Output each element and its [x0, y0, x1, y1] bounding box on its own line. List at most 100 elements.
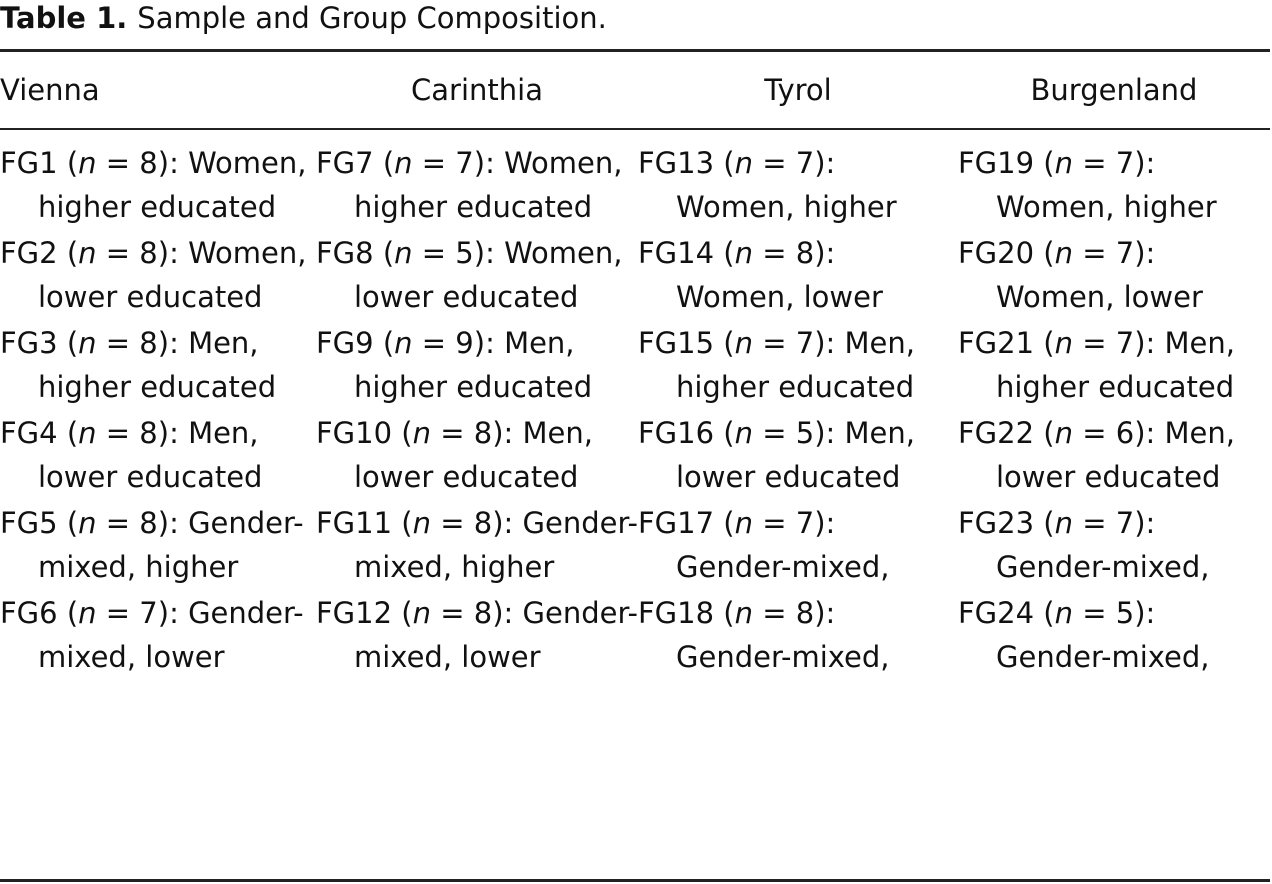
- group-description: Gender-mixed, higher educated: [996, 550, 1210, 584]
- focus-group-id: FG6: [0, 596, 58, 630]
- column-header-carinthia: Carinthia: [411, 73, 543, 107]
- group-description: Men, higher educated: [676, 326, 915, 404]
- focus-group-id: FG2: [0, 236, 58, 270]
- table-cell-burgenland: FG22 (n = 6): Men, lower educated: [958, 411, 1270, 501]
- sample-size-symbol: n: [734, 146, 753, 180]
- sample-size-symbol: n: [78, 146, 97, 180]
- sample-size-symbol: n: [1054, 236, 1073, 270]
- sample-size-symbol: n: [1054, 416, 1073, 450]
- column-header-burgenland: Burgenland: [1030, 73, 1198, 107]
- sample-size-value: 8: [473, 596, 493, 630]
- group-description: Men, higher educated: [996, 326, 1235, 404]
- table-cell-vienna: FG2 (n = 8): Women, lower educated: [0, 231, 316, 321]
- focus-group-entry: FG19 (n = 7): Women, higher educated: [958, 141, 1270, 231]
- sample-size-symbol: n: [1054, 596, 1073, 630]
- table-cell-carinthia: FG10 (n = 8): Men, lower educated: [316, 411, 638, 501]
- focus-group-entry: FG20 (n = 7): Women, lower educated: [958, 231, 1270, 321]
- sample-size-symbol: n: [78, 596, 97, 630]
- focus-group-entry: FG24 (n = 5): Gender-mixed, lower educat…: [958, 591, 1270, 681]
- table-cell-vienna: FG3 (n = 8): Men, higher educated: [0, 321, 316, 411]
- focus-group-entry: FG6 (n = 7): Gender-mixed, lower educate…: [0, 591, 316, 681]
- table-cell-burgenland: FG19 (n = 7): Women, higher educated: [958, 141, 1270, 231]
- sample-size-value: 8: [795, 596, 815, 630]
- group-description: Gender-mixed, lower educated: [354, 596, 638, 674]
- table-cell-tyrol: FG17 (n = 7): Gender-mixed, higher educa…: [638, 501, 958, 591]
- focus-group-id: FG3: [0, 326, 58, 360]
- table-caption-title: Sample and Group Composition.: [137, 1, 607, 35]
- group-description: Women, lower educated: [354, 236, 623, 314]
- table-cell-carinthia: FG9 (n = 9): Men, higher educated: [316, 321, 638, 411]
- focus-group-id: FG21: [958, 326, 1035, 360]
- sample-size-value: 8: [139, 236, 158, 270]
- column-header-vienna: Vienna: [0, 73, 100, 107]
- sample-size-value: 8: [473, 416, 493, 450]
- table-cell-vienna: FG4 (n = 8): Men, lower educated: [0, 411, 316, 501]
- group-description: Gender-mixed, lower educated: [38, 596, 304, 674]
- focus-group-entry: FG7 (n = 7): Women, higher educated: [316, 146, 623, 224]
- sample-size-value: 7: [139, 596, 158, 630]
- group-description: Gender-mixed, higher educated: [676, 550, 890, 584]
- sample-size-symbol: n: [412, 506, 431, 540]
- sample-size-symbol: n: [1054, 506, 1073, 540]
- focus-group-entry: FG2 (n = 8): Women, lower educated: [0, 236, 307, 314]
- focus-group-entry: FG16 (n = 5): Men, lower educated: [638, 416, 915, 494]
- sample-size-value: 9: [455, 326, 474, 360]
- table-cell-vienna: FG6 (n = 7): Gender-mixed, lower educate…: [0, 591, 316, 681]
- column-header-tyrol: Tyrol: [764, 73, 832, 107]
- group-description: Women, higher educated: [354, 146, 623, 224]
- group-description: Men, higher educated: [354, 326, 593, 404]
- sample-size-symbol: n: [78, 326, 97, 360]
- sample-size-symbol: n: [412, 596, 431, 630]
- focus-group-entry: FG4 (n = 8): Men, lower educated: [0, 416, 263, 494]
- table-cell-burgenland: FG24 (n = 5): Gender-mixed, lower educat…: [958, 591, 1270, 681]
- table-header-row: Vienna Carinthia Tyrol Burgenland: [0, 52, 1270, 128]
- sample-size-value: 5: [455, 236, 474, 270]
- table-cell-carinthia: FG7 (n = 7): Women, higher educated: [316, 141, 638, 231]
- focus-group-id: FG7: [316, 146, 374, 180]
- table-cell-carinthia: FG11 (n = 8): Gender-mixed, higher educa…: [316, 501, 638, 591]
- table-cell-burgenland: FG23 (n = 7): Gender-mixed, higher educa…: [958, 501, 1270, 591]
- group-description: Women, higher educated: [38, 146, 307, 224]
- focus-group-id: FG20: [958, 236, 1035, 270]
- sample-size-symbol: n: [394, 326, 413, 360]
- sample-size-value: 5: [795, 416, 815, 450]
- focus-group-id: FG9: [316, 326, 374, 360]
- focus-group-id: FG14: [638, 236, 715, 270]
- group-composition-table: Vienna Carinthia Tyrol Burgenland FG1 (n…: [0, 52, 1270, 681]
- focus-group-entry: FG12 (n = 8): Gender-mixed, lower educat…: [316, 591, 638, 681]
- group-description: Women, lower educated: [38, 236, 307, 314]
- focus-group-entry: FG13 (n = 7): Women, higher educated: [638, 141, 958, 231]
- focus-group-entry: FG18 (n = 8): Gender-mixed, lower educat…: [638, 591, 958, 681]
- focus-group-entry: FG10 (n = 8): Men, lower educated: [316, 416, 593, 494]
- focus-group-id: FG8: [316, 236, 374, 270]
- sample-size-symbol: n: [1054, 326, 1073, 360]
- focus-group-id: FG12: [316, 596, 393, 630]
- table-row: FG6 (n = 7): Gender-mixed, lower educate…: [0, 591, 1270, 681]
- sample-size-value: 7: [1115, 506, 1135, 540]
- table-row: FG5 (n = 8): Gender-mixed, higher educat…: [0, 501, 1270, 591]
- sample-size-symbol: n: [78, 506, 97, 540]
- sample-size-value: 8: [473, 506, 493, 540]
- table-header-rule: [0, 128, 1270, 130]
- table-cell-tyrol: FG14 (n = 8): Women, lower educated: [638, 231, 958, 321]
- focus-group-id: FG15: [638, 326, 715, 360]
- focus-group-id: FG10: [316, 416, 393, 450]
- sample-size-symbol: n: [734, 416, 753, 450]
- focus-group-id: FG17: [638, 506, 715, 540]
- sample-size-value: 7: [795, 506, 815, 540]
- focus-group-id: FG19: [958, 146, 1035, 180]
- focus-group-entry: FG14 (n = 8): Women, lower educated: [638, 231, 958, 321]
- group-description: Women, lower educated: [996, 280, 1203, 314]
- focus-group-entry: FG15 (n = 7): Men, higher educated: [638, 326, 915, 404]
- table-caption: Table 1.Sample and Group Composition.: [0, 0, 607, 40]
- group-description: Women, higher educated: [996, 190, 1217, 224]
- sample-size-value: 7: [1115, 146, 1135, 180]
- sample-size-symbol: n: [1054, 146, 1073, 180]
- focus-group-entry: FG8 (n = 5): Women, lower educated: [316, 236, 623, 314]
- sample-size-value: 7: [455, 146, 474, 180]
- table-top-rule: [0, 49, 1270, 52]
- sample-size-value: 6: [1115, 416, 1135, 450]
- focus-group-entry: FG1 (n = 8): Women, higher educated: [0, 146, 307, 224]
